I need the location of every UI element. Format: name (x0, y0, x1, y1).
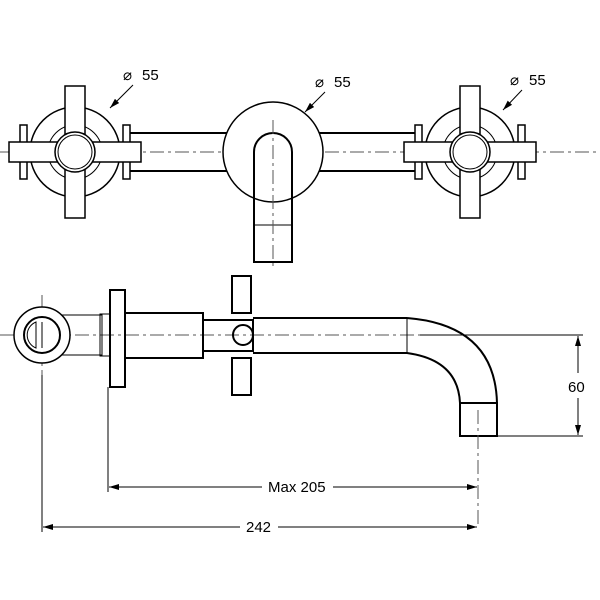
side-view: 60 Max 205 242 (0, 275, 585, 536)
dimension-label: 242 (246, 519, 271, 536)
handle-center (232, 324, 254, 346)
diameter-symbol: ⌀ (123, 67, 132, 84)
diameter-symbol: ⌀ (510, 72, 519, 89)
spout-top-view (222, 101, 324, 268)
spout-side-view (253, 317, 498, 528)
dimension-label: 60 (568, 379, 585, 396)
handle-arm-bottom (231, 357, 252, 396)
top-view: ⌀ 55 ⌀ 55 ⌀ 55 (0, 67, 600, 268)
diameter-value: 55 (334, 74, 351, 91)
left-cross-handle-valve (8, 85, 142, 219)
outlet-connector (13, 306, 71, 364)
dimension-max-205: Max 205 (107, 387, 477, 496)
handle-arm-top (231, 275, 252, 314)
dimension-60: 60 (420, 334, 585, 437)
dimension-242: 242 (41, 375, 477, 536)
wall-flange (109, 289, 126, 388)
diameter-symbol: ⌀ (315, 74, 324, 91)
diameter-value: 55 (529, 72, 546, 89)
spout-diameter-callout: ⌀ 55 (304, 74, 351, 113)
right-cross-handle-valve (403, 85, 537, 219)
right-diameter-callout: ⌀ 55 (502, 72, 546, 111)
dimension-label: Max 205 (268, 479, 326, 496)
diameter-value: 55 (142, 67, 159, 84)
left-diameter-callout: ⌀ 55 (109, 67, 159, 109)
